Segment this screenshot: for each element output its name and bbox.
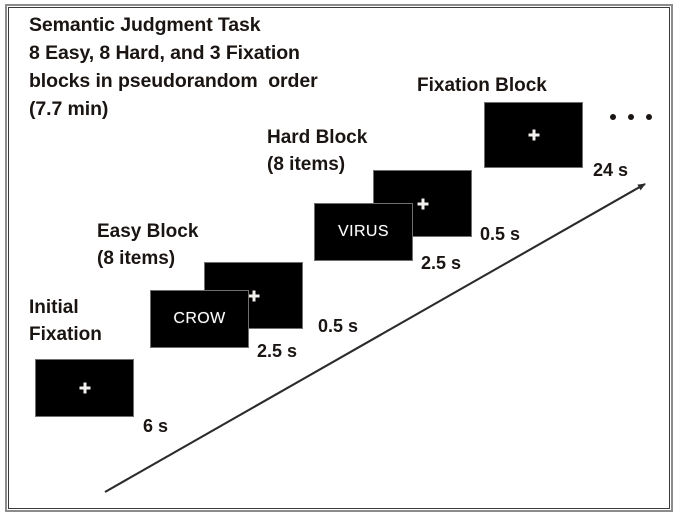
duration-initial-fixation: 6 s [143,416,169,436]
duration-hard-cross: 0.5 s [480,224,521,244]
screen-fixation-block [484,102,583,168]
easy-block-label-line1: Easy Block [97,221,199,242]
fixation-cross-icon [79,382,90,394]
duration-hard-word: 2.5 s [421,253,462,273]
screen-easy-word: CROW [150,290,249,348]
stimulus-word-easy: CROW [173,310,226,327]
description-line-2: blocks in pseudorandom order [29,70,318,92]
duration-easy-cross: 0.5 s [318,316,359,336]
duration-fixation-block: 24 s [593,160,629,180]
initial-fixation-label-line2: Fixation [29,324,102,345]
initial-fixation-label-line1: Initial [29,297,79,318]
fixation-cross-icon [528,129,539,141]
figure-frame: Semantic Judgment Task 8 Easy, 8 Hard, a… [5,4,673,512]
description-line-3: (7.7 min) [29,98,109,120]
fixation-cross-icon [248,290,259,301]
screen-initial-fixation [35,359,134,417]
hard-block-label-line2: (8 items) [267,154,346,175]
hard-block-label-line1: Hard Block [267,127,368,148]
figure-title: Semantic Judgment Task [29,14,261,36]
description-line-1: 8 Easy, 8 Hard, and 3 Fixation [29,42,300,64]
screen-hard-word: VIRUS [314,203,413,261]
stimulus-word-hard: VIRUS [338,223,389,240]
duration-easy-word: 2.5 s [257,341,298,361]
fixation-cross-icon [417,198,428,209]
easy-block-label-line2: (8 items) [97,248,176,269]
continuation-ellipsis-icon [610,114,652,120]
fixation-block-label: Fixation Block [417,75,547,96]
